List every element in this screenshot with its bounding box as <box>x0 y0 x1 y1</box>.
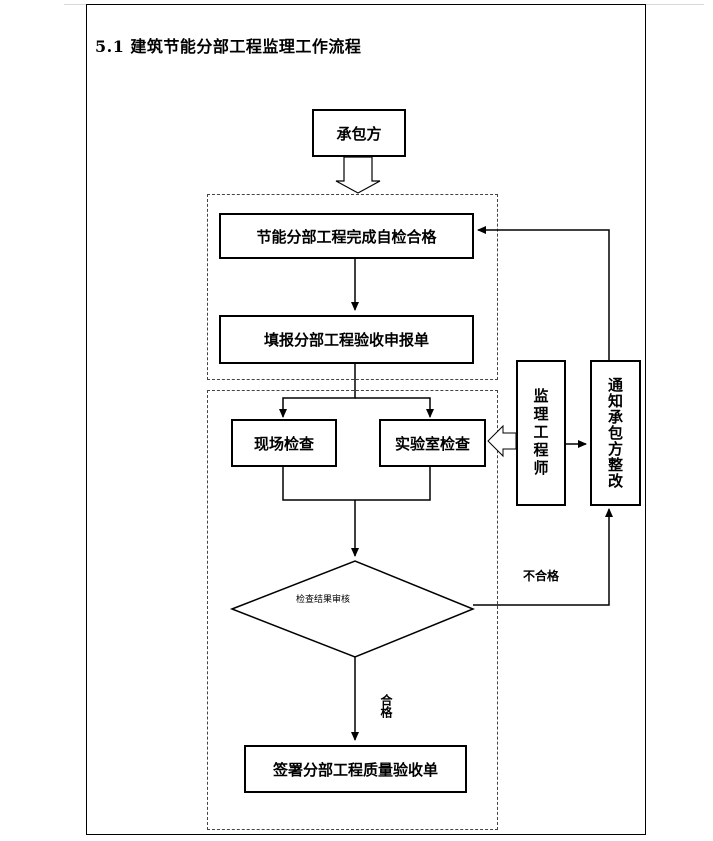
split-connector-right <box>355 397 434 418</box>
review-diamond <box>229 560 475 658</box>
node-report-form: 填报分部工程验收申报单 <box>219 315 474 364</box>
merge-connector <box>282 466 431 501</box>
node-lab-check: 实验室检查 <box>379 419 486 467</box>
page-frame <box>86 4 646 835</box>
node-notify-rectify-label: 通知承包方整改 <box>606 377 624 489</box>
edge-label-fail: 不合格 <box>523 569 560 583</box>
arrow-fail-to-notify <box>473 508 613 606</box>
arrow-notify-to-selfcheck <box>477 226 610 360</box>
hollow-left-arrow <box>487 424 517 458</box>
contractor-stage-group <box>207 194 498 380</box>
node-supervisor: 监理工程师 <box>516 360 566 506</box>
node-site-check: 现场检查 <box>231 419 337 467</box>
split-connector <box>279 363 356 418</box>
node-self-check: 节能分部工程完成自检合格 <box>219 213 474 259</box>
node-notify-rectify: 通知承包方整改 <box>590 360 641 506</box>
node-supervisor-label: 监理工程师 <box>531 388 550 478</box>
node-sign: 签署分部工程质量验收单 <box>244 745 467 793</box>
edge-label-pass: 合格 <box>379 694 393 718</box>
supervision-stage-group <box>207 390 498 830</box>
node-contractor: 承包方 <box>312 109 406 157</box>
review-label: 检查结果审核 <box>296 595 351 605</box>
page-title: 5.1 建筑节能分部工程监理工作流程 <box>95 37 362 56</box>
hollow-down-arrow <box>335 156 381 194</box>
